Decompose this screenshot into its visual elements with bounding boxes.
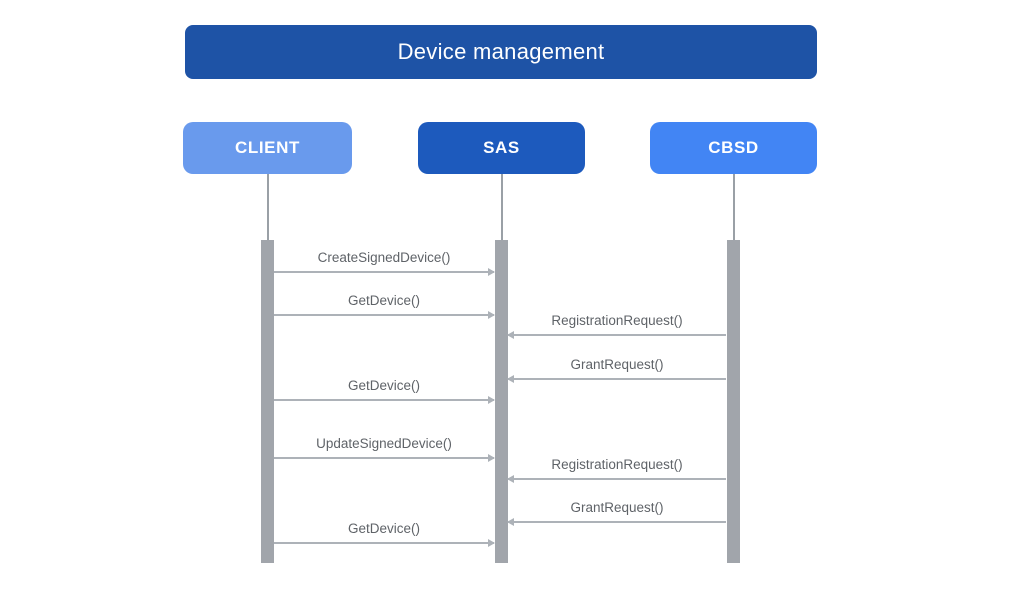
message-arrow <box>274 453 495 462</box>
arrowhead-left-icon <box>507 474 514 483</box>
lifeline-sas <box>501 174 503 240</box>
arrowhead-left-icon <box>507 517 514 526</box>
message-label: CreateSignedDevice() <box>317 250 451 265</box>
message-label: GrantRequest() <box>570 500 664 515</box>
arrowhead-right-icon <box>488 538 495 547</box>
diagram-title-label: Device management <box>397 39 605 64</box>
activation-bar-sas <box>495 240 508 563</box>
message-label: GetDevice() <box>347 521 420 536</box>
message-label: RegistrationRequest() <box>551 313 683 328</box>
actor-box-client: CLIENT <box>183 122 352 174</box>
message-arrow <box>274 267 495 276</box>
message-arrow <box>507 374 726 383</box>
arrowhead-right-icon <box>488 310 495 319</box>
message-arrow <box>507 474 726 483</box>
arrowhead-left-icon <box>507 374 514 383</box>
arrowhead-right-icon <box>488 453 495 462</box>
actor-box-cbsd: CBSD <box>650 122 817 174</box>
message-label: GetDevice() <box>347 293 420 308</box>
message-arrow <box>507 517 726 526</box>
arrowhead-left-icon <box>507 330 514 339</box>
message-label: GetDevice() <box>347 378 420 393</box>
lifeline-cbsd <box>733 174 735 240</box>
diagram-title: Device management <box>185 25 817 79</box>
actor-box-sas: SAS <box>418 122 585 174</box>
actor-label-client: CLIENT <box>235 138 300 157</box>
actor-label-cbsd: CBSD <box>708 138 759 157</box>
message-arrow <box>507 330 726 339</box>
actor-label-sas: SAS <box>483 138 520 157</box>
message-arrow <box>274 538 495 547</box>
arrowhead-right-icon <box>488 395 495 404</box>
message-label: UpdateSignedDevice() <box>316 436 452 451</box>
message-label: GrantRequest() <box>570 357 664 372</box>
activation-bar-cbsd <box>727 240 740 563</box>
lifeline-client <box>267 174 269 240</box>
message-label: RegistrationRequest() <box>551 457 683 472</box>
message-arrow <box>274 395 495 404</box>
activation-bar-client <box>261 240 274 563</box>
arrowhead-right-icon <box>488 267 495 276</box>
message-arrow <box>274 310 495 319</box>
